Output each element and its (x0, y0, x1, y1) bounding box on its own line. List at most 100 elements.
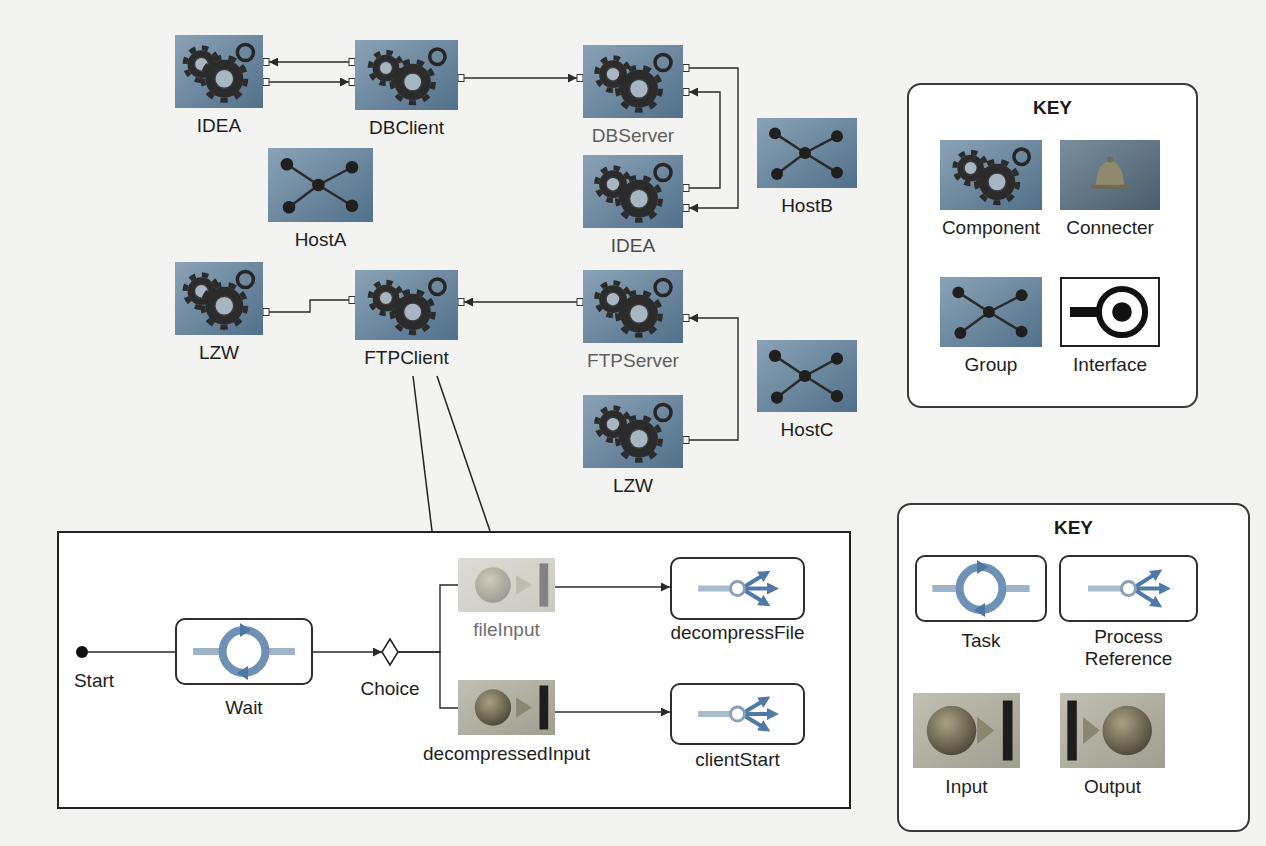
port-square (683, 437, 689, 444)
icon-graphic (1060, 693, 1165, 768)
element-label: HostC (781, 419, 834, 441)
group-dot (952, 286, 964, 298)
gear-body (205, 287, 243, 325)
icon-ground (355, 270, 458, 340)
icon-graphic (268, 148, 373, 222)
group-dot (831, 130, 843, 142)
task-box: Task (915, 555, 1047, 622)
interface-dot (1112, 302, 1132, 322)
port-square (577, 75, 583, 82)
gear-hub (379, 291, 392, 304)
input-icon: Input (913, 693, 1020, 768)
element-label: Connecter (1066, 217, 1154, 239)
process-reference-box: Process Reference (1059, 555, 1198, 622)
group-dot (346, 199, 359, 212)
icon-ground (355, 40, 458, 110)
icon-ground (268, 148, 373, 222)
icon-graphic (583, 395, 683, 468)
icon-graphic (917, 557, 1045, 620)
icon-ground (1060, 140, 1160, 210)
process-stem (1088, 586, 1122, 592)
task-ring (223, 630, 266, 673)
group-dot (346, 161, 359, 174)
task-ring (960, 567, 1003, 610)
group-dot (831, 390, 843, 402)
gear-body (205, 60, 243, 98)
connector-base (1091, 185, 1129, 189)
icon-graphic (355, 270, 458, 340)
gear-teeth (976, 161, 1017, 202)
task-ring-head (237, 666, 248, 680)
group-dot (312, 179, 325, 192)
icon-ground (1061, 278, 1159, 346)
port-square (683, 65, 689, 72)
connector (689, 68, 738, 208)
icon-graphic (177, 620, 311, 683)
component-icon: DBClient (355, 40, 458, 110)
gear-teeth (203, 284, 246, 327)
element-label: IDEA (197, 115, 241, 137)
icon-ground (913, 693, 1020, 768)
port-square (263, 309, 269, 316)
group-icon: HostA (268, 148, 373, 222)
icon-graphic (175, 35, 263, 108)
element-label: LZW (613, 475, 653, 497)
icon-graphic (1060, 140, 1160, 210)
gear-ring (655, 54, 671, 70)
connector-bell (1096, 161, 1124, 186)
connector (269, 81, 349, 82)
group-dot (769, 127, 781, 139)
process-stem (698, 586, 731, 592)
gear-teeth (392, 61, 433, 102)
component-icon: FTPServer (583, 270, 683, 343)
icon-ground (757, 118, 857, 188)
icon-graphic (175, 262, 263, 335)
element-label: HostA (295, 229, 347, 251)
component-icon: Component (940, 140, 1042, 210)
group-dot (983, 306, 995, 318)
icon-graphic (757, 340, 857, 412)
element-label: Wait (225, 697, 262, 719)
gear-ring (430, 49, 445, 64)
icon-ground (583, 395, 683, 468)
start-dot: Start (76, 646, 88, 658)
element-label: Task (961, 630, 1000, 652)
connector-icon: Connecter (1060, 140, 1160, 210)
output-arrow (1083, 717, 1100, 744)
component-icon: FTPClient (355, 270, 458, 340)
gear-hub (630, 189, 649, 208)
gear-body (620, 420, 658, 458)
element-label: Input (945, 776, 987, 798)
output-bar (1067, 701, 1076, 761)
icon-ground (940, 277, 1042, 347)
gear-ring (430, 279, 445, 294)
output-icon: Output (1060, 693, 1165, 768)
gear-ring (655, 164, 671, 180)
gear-ring (237, 44, 253, 60)
input-disc (927, 706, 977, 756)
gear-hub (964, 161, 977, 174)
group-dot (771, 391, 783, 403)
element-label: clientStart (695, 749, 779, 771)
process-node (731, 582, 745, 596)
element-label: DBClient (369, 117, 444, 139)
group-icon: Group (940, 277, 1042, 347)
icon-ground (583, 270, 683, 343)
connector (269, 61, 349, 62)
input-bar (1003, 701, 1013, 761)
icon-graphic (583, 45, 683, 118)
key-heading: KEY (899, 517, 1248, 539)
connectors (88, 62, 738, 712)
input-bar (539, 563, 548, 606)
gear-teeth (618, 177, 661, 220)
process-stem (698, 711, 731, 717)
icon-ground (940, 140, 1042, 210)
connector (689, 318, 738, 440)
gear-hub (404, 303, 422, 321)
port-square (458, 75, 464, 82)
element-label: LZW (199, 342, 239, 364)
connector (689, 92, 720, 188)
connector (269, 300, 349, 312)
element-label: Start (74, 670, 114, 692)
